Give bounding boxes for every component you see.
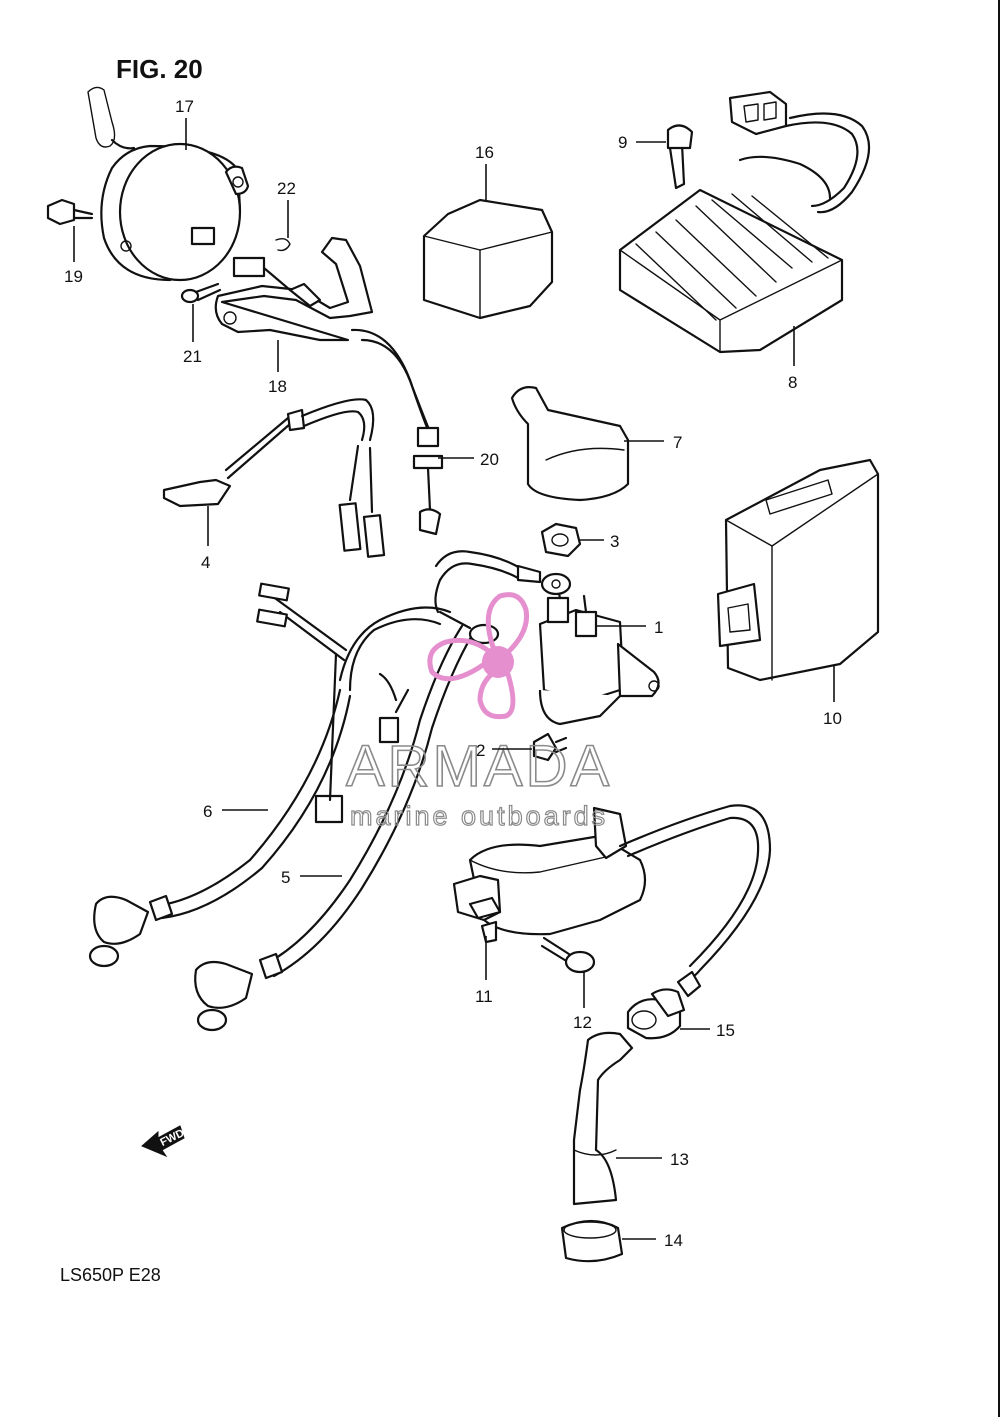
callout-15: 15: [716, 1021, 735, 1040]
callout-4: 4: [201, 553, 210, 572]
part-1-starter-relay: [434, 550, 660, 726]
coil-lead-inner: [626, 816, 760, 968]
watermark: ARMADA marine outboards: [345, 592, 612, 832]
callout-6: 6: [203, 802, 212, 821]
part-8-regulator-rectifier: [618, 90, 871, 354]
callouts: 17 19 22 21 18 4 16 9 8 7 20 3 1 10 2 6: [64, 97, 842, 1250]
callout-22: 22: [277, 179, 296, 198]
part-14-cover: [560, 1219, 624, 1263]
callout-3: 3: [610, 532, 619, 551]
callout-10: 10: [823, 709, 842, 728]
callout-21: 21: [183, 347, 202, 366]
watermark-tagline: marine outboards: [350, 801, 608, 831]
coil-lead-end: [676, 970, 702, 998]
part-11-ignition-coil: [452, 806, 647, 944]
watermark-brand: ARMADA: [346, 734, 612, 799]
propeller-logo-icon: [427, 592, 530, 720]
part-15-seal: [626, 988, 686, 1040]
callout-14: 14: [664, 1231, 683, 1250]
part-10-ignition-unit: [716, 458, 880, 682]
part-5-cable: [194, 624, 476, 1032]
part-22-clip: [275, 237, 291, 252]
callout-12: 12: [573, 1013, 592, 1032]
part-2-bolt: [532, 732, 568, 762]
callout-1: 1: [654, 618, 663, 637]
callout-9: 9: [618, 133, 627, 152]
part-4-wiring-lead: [162, 398, 386, 558]
part-21-pin: [180, 282, 222, 304]
callout-16: 16: [475, 143, 494, 162]
callout-18: 18: [268, 377, 287, 396]
part-16-relay: [422, 198, 554, 320]
part-13-plug-cap: [572, 1031, 634, 1206]
svg-text:FWD: FWD: [158, 1127, 186, 1149]
callout-17: 17: [175, 97, 194, 116]
callout-5: 5: [281, 868, 290, 887]
callout-19: 19: [64, 267, 83, 286]
coil-lead: [618, 804, 772, 982]
part-19-bolt: [46, 198, 94, 226]
fwd-direction-arrow: FWD: [141, 1125, 186, 1158]
callout-7: 7: [673, 433, 682, 452]
model-code: LS650P E28: [60, 1265, 161, 1285]
part-17-signal-generator: [87, 86, 250, 282]
part-6-cable: [88, 582, 452, 968]
part-18-bracket: [214, 236, 444, 536]
callout-8: 8: [788, 373, 797, 392]
callout-13: 13: [670, 1150, 689, 1169]
callout-2: 2: [476, 741, 485, 760]
part-7-cap: [510, 386, 630, 502]
part-3-nut: [540, 522, 582, 558]
figure-title: FIG. 20: [116, 54, 203, 84]
part-12-screw: [540, 936, 596, 974]
callout-20: 20: [480, 450, 499, 469]
callout-11: 11: [475, 987, 493, 1006]
